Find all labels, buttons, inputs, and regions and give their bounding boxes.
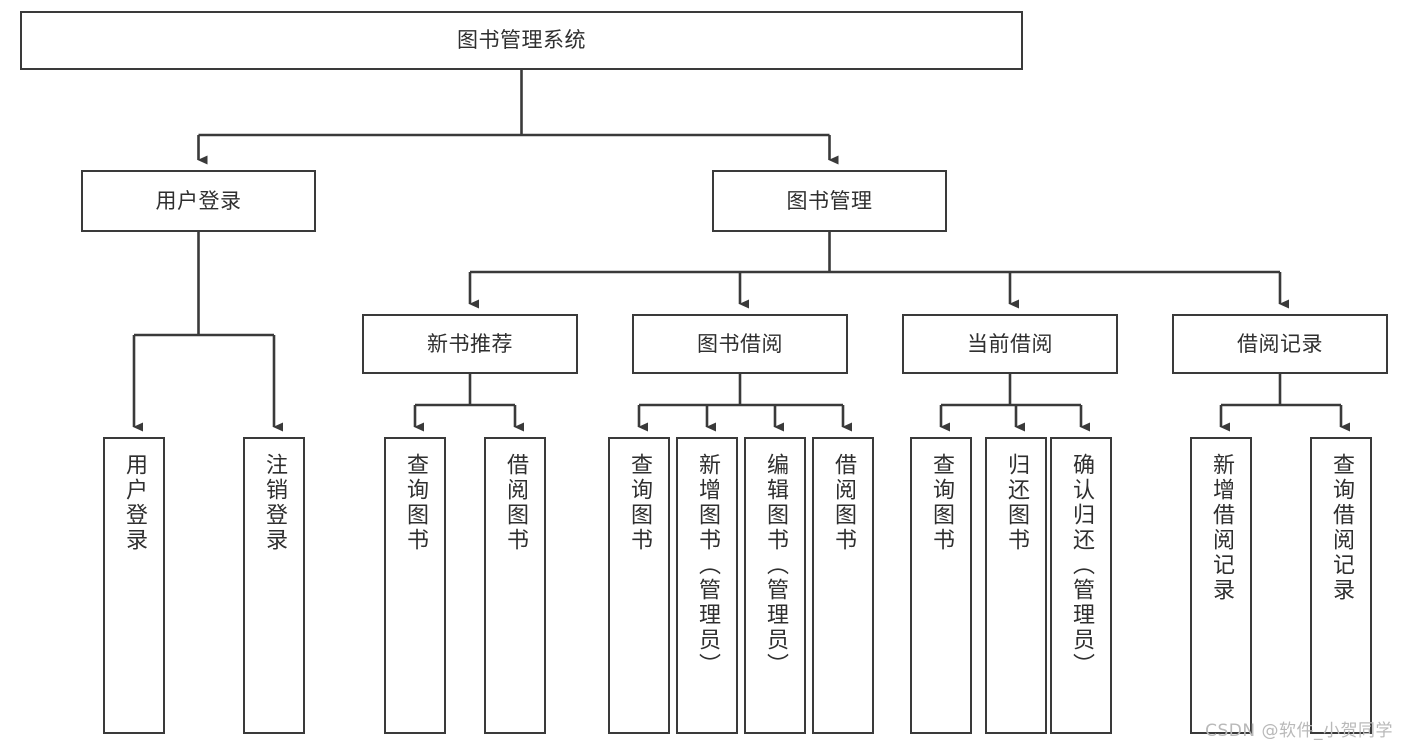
- node-label-leaf-user-logout: 注销登录: [262, 453, 287, 553]
- node-label-leaf-query-borrow-record: 查询借阅记录: [1329, 453, 1354, 603]
- node-label-leaf-return-book: 归还图书: [1004, 453, 1029, 553]
- node-leaf-query-book-1[interactable]: 查询图书: [384, 437, 446, 734]
- node-label-leaf-query-book-3: 查询图书: [929, 453, 954, 553]
- node-leaf-confirm-return-admin[interactable]: 确认归还（管理员）: [1050, 437, 1112, 734]
- node-label-leaf-edit-book-admin: 编辑图书（管理员）: [763, 453, 788, 678]
- node-label-book-management: 图书管理: [786, 188, 873, 213]
- node-leaf-return-book[interactable]: 归还图书: [985, 437, 1047, 734]
- node-leaf-edit-book-admin[interactable]: 编辑图书（管理员）: [744, 437, 806, 734]
- node-current-borrow[interactable]: 当前借阅: [902, 314, 1118, 374]
- node-leaf-query-book-3[interactable]: 查询图书: [910, 437, 972, 734]
- node-label-leaf-borrow-book-2: 借阅图书: [831, 453, 856, 553]
- node-leaf-user-logout[interactable]: 注销登录: [243, 437, 305, 734]
- node-label-book-borrow: 图书借阅: [697, 331, 783, 356]
- edge-group: [132, 70, 1350, 432]
- node-user-login[interactable]: 用户登录: [81, 170, 316, 232]
- node-book-management[interactable]: 图书管理: [712, 170, 947, 232]
- node-label-leaf-borrow-book-1: 借阅图书: [503, 453, 528, 553]
- node-root-system[interactable]: 图书管理系统: [20, 11, 1023, 70]
- csdn-watermark: CSDN @软件_小贺同学: [1205, 721, 1393, 741]
- node-leaf-borrow-book-1[interactable]: 借阅图书: [484, 437, 546, 734]
- node-label-current-borrow: 当前借阅: [967, 331, 1053, 356]
- node-leaf-user-login[interactable]: 用户登录: [103, 437, 165, 734]
- node-label-leaf-query-book-2: 查询图书: [627, 453, 652, 553]
- node-label-root: 图书管理系统: [457, 28, 586, 53]
- node-label-leaf-add-book-admin: 新增图书（管理员）: [695, 453, 720, 678]
- node-leaf-query-borrow-record[interactable]: 查询借阅记录: [1310, 437, 1372, 734]
- node-leaf-query-book-2[interactable]: 查询图书: [608, 437, 670, 734]
- node-leaf-add-borrow-record[interactable]: 新增借阅记录: [1190, 437, 1252, 734]
- node-label-borrow-record: 借阅记录: [1237, 331, 1323, 356]
- node-label-leaf-confirm-return-admin: 确认归还（管理员）: [1069, 453, 1094, 678]
- node-new-book-recommend[interactable]: 新书推荐: [362, 314, 578, 374]
- node-label-new-book-recommend: 新书推荐: [427, 331, 513, 356]
- node-label-user-login: 用户登录: [155, 188, 242, 213]
- node-borrow-record[interactable]: 借阅记录: [1172, 314, 1388, 374]
- node-leaf-add-book-admin[interactable]: 新增图书（管理员）: [676, 437, 738, 734]
- node-book-borrow[interactable]: 图书借阅: [632, 314, 848, 374]
- node-label-leaf-query-book-1: 查询图书: [403, 453, 428, 553]
- node-label-leaf-user-login: 用户登录: [122, 453, 147, 553]
- node-leaf-borrow-book-2[interactable]: 借阅图书: [812, 437, 874, 734]
- node-label-leaf-add-borrow-record: 新增借阅记录: [1209, 453, 1234, 603]
